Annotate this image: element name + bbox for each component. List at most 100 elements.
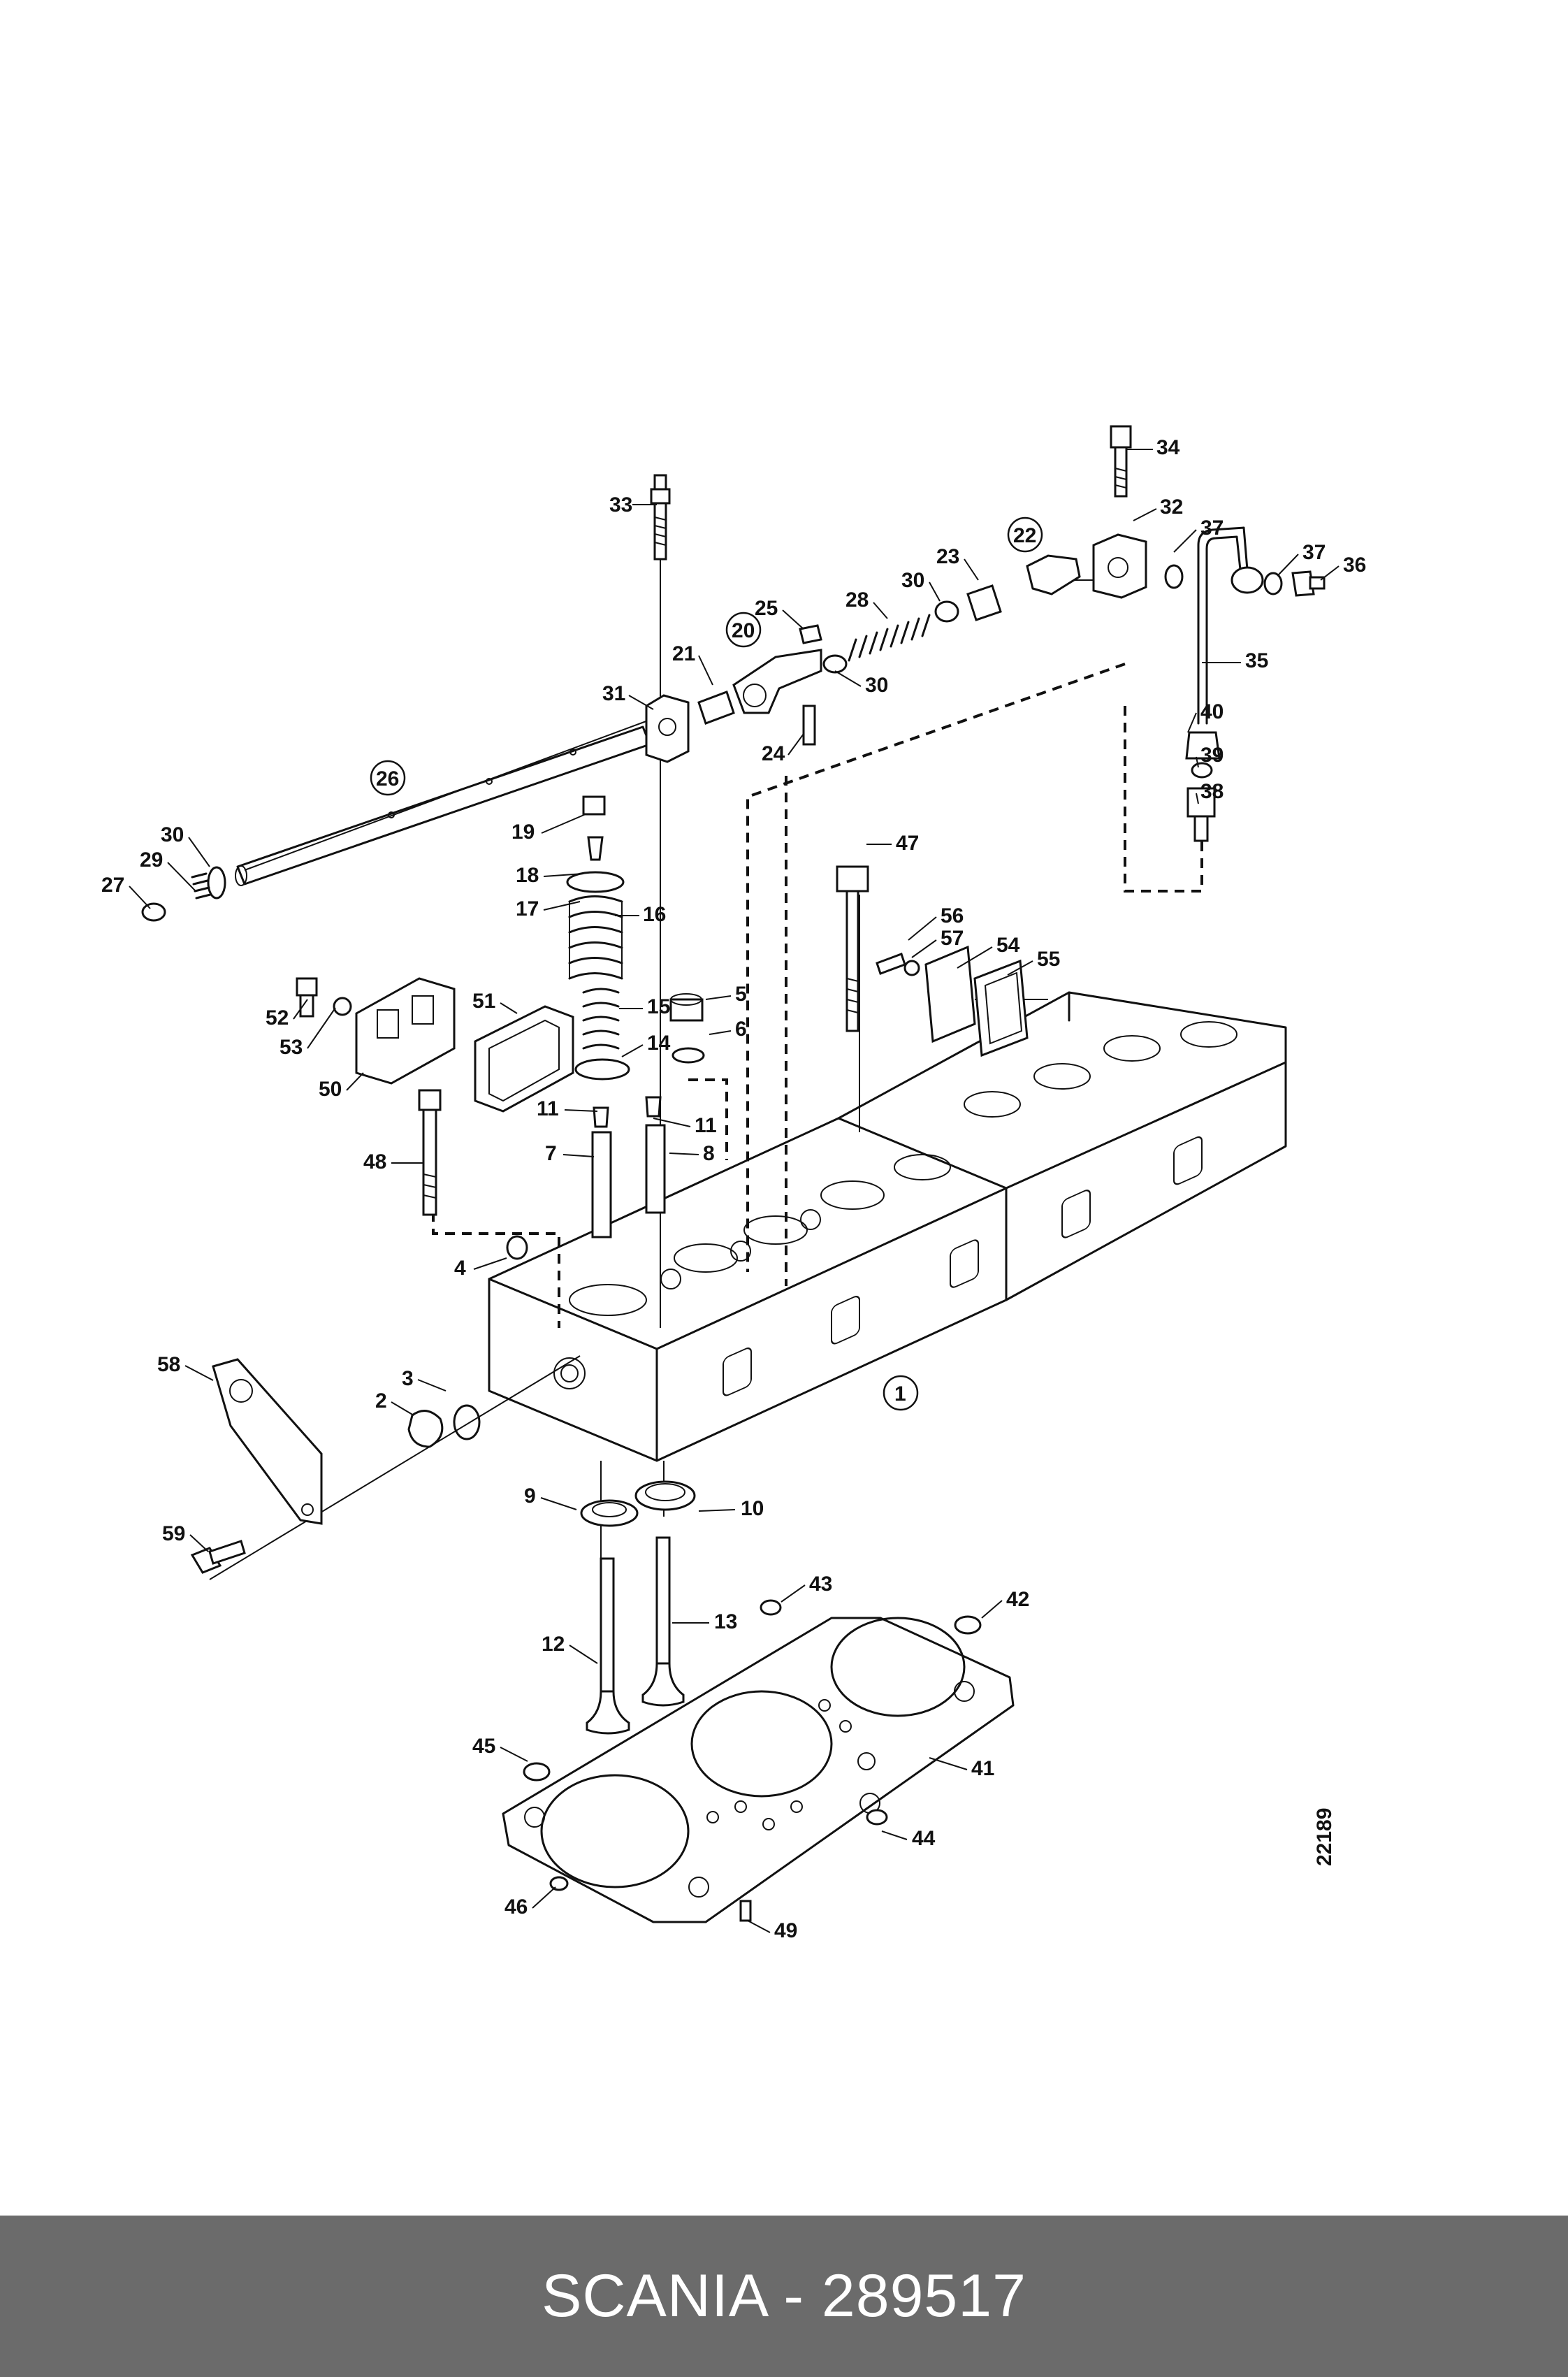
callout-number: 58 [157, 1353, 180, 1376]
callout-leader-line [908, 916, 937, 941]
callout-number: 15 [647, 995, 670, 1018]
callout-30: 30 [161, 823, 210, 867]
callout-5: 5 [705, 983, 747, 1006]
callout-leader-line [781, 1584, 806, 1603]
callout-13: 13 [672, 1610, 737, 1633]
callout-number: 8 [703, 1142, 715, 1165]
callout-leader-line [473, 1257, 507, 1270]
front-bracket [190, 1358, 481, 1574]
callout-number: 3 [402, 1367, 414, 1390]
exploded-parts-diagram: 3334323737362223302825203021312435403938… [101, 425, 1366, 1942]
callout-number: 54 [996, 934, 1020, 957]
callout-29: 29 [140, 848, 196, 892]
callout-number: 49 [774, 1919, 797, 1942]
callout-leader-line [307, 1007, 336, 1049]
callout-26: 26 [370, 760, 406, 796]
figure-number: 22189 [1313, 1808, 1336, 1866]
callout-number: 44 [912, 1827, 936, 1850]
callout-leader-line [621, 1044, 644, 1057]
callout-leader-line [293, 999, 308, 1020]
callout-leader-line [782, 609, 804, 630]
callout-number: 56 [941, 904, 964, 927]
callout-leader-line [1187, 712, 1197, 733]
callout-leader-line [391, 1401, 414, 1416]
callout-leader-line [129, 886, 151, 909]
callout-leader-line [1278, 554, 1299, 575]
callout-number: 23 [936, 545, 959, 568]
footer-bar: SCANIA - 289517 [0, 2216, 1568, 2377]
callout-number: 31 [602, 682, 625, 705]
callout-number: 35 [1245, 649, 1268, 672]
callout-number: 39 [1200, 744, 1224, 767]
callout-leader-line [957, 946, 993, 969]
callout-number: 12 [542, 1633, 565, 1656]
callout-leader-line [543, 873, 584, 877]
callout-leader-line [564, 1109, 598, 1112]
callout-3: 3 [402, 1367, 447, 1392]
callout-leader-line [1196, 756, 1199, 768]
callout-37: 37 [1173, 516, 1224, 553]
callout-circle [883, 1375, 919, 1411]
callout-9: 9 [524, 1484, 577, 1510]
callout-leader-line [184, 1365, 214, 1381]
callout-56: 56 [908, 904, 964, 941]
callout-46: 46 [504, 1886, 556, 1919]
callout-7: 7 [545, 1142, 595, 1165]
callout-number: 45 [472, 1735, 495, 1758]
callout-leader-line [540, 1497, 577, 1510]
callout-number: 42 [1006, 1588, 1029, 1611]
callout-54: 54 [957, 934, 1020, 969]
callout-20: 20 [725, 612, 762, 648]
callout-21: 21 [672, 642, 713, 686]
callout-number: 11 [695, 1114, 717, 1137]
callout-leader-line [709, 1030, 732, 1035]
callout-53: 53 [280, 1007, 336, 1059]
callout-25: 25 [755, 597, 804, 630]
callout-32: 32 [1133, 496, 1183, 521]
callout-12: 12 [542, 1633, 598, 1664]
callout-leader-line [189, 1534, 209, 1552]
callout-leader-line [541, 814, 586, 834]
callout-number: 51 [472, 990, 495, 1013]
callout-45: 45 [472, 1735, 528, 1762]
callout-leader-line [1173, 529, 1197, 553]
callout-30: 30 [901, 569, 941, 602]
callout-19: 19 [511, 814, 586, 844]
callout-leader-line [669, 1153, 699, 1155]
callout-leader-line [747, 1920, 771, 1933]
callout-36: 36 [1320, 554, 1366, 581]
callout-number: 26 [376, 767, 399, 790]
callout-31: 31 [602, 682, 654, 710]
callout-number: 34 [1156, 436, 1180, 459]
callout-leader-line [500, 1002, 518, 1014]
callout-number: 50 [319, 1078, 342, 1101]
rocker-bracket-assembly [645, 425, 1184, 763]
callout-number: 59 [162, 1522, 185, 1545]
callout-number: 1 [894, 1382, 906, 1406]
callout-57: 57 [911, 927, 964, 958]
callout-59: 59 [162, 1522, 209, 1552]
callout-number: 41 [971, 1757, 994, 1780]
side-covers [296, 865, 1029, 1216]
callout-number: 33 [609, 493, 632, 516]
footer-title: SCANIA - 289517 [542, 2262, 1026, 2329]
callout-6: 6 [709, 1018, 747, 1041]
callout-47: 47 [866, 832, 919, 855]
callout-number: 48 [363, 1150, 386, 1173]
oil-pipe-assembly [1185, 526, 1326, 842]
callout-leader-line [417, 1379, 447, 1392]
callout-leader-line [346, 1072, 364, 1091]
callout-number: 47 [896, 832, 919, 855]
callout-leader-line [873, 602, 888, 619]
callout-11: 11 [653, 1114, 717, 1137]
callout-leader-line [628, 695, 654, 710]
callout-22: 22 [1007, 516, 1043, 553]
callout-number: 24 [762, 742, 785, 765]
callout-number: 21 [672, 642, 695, 665]
callout-number: 37 [1302, 541, 1326, 564]
callout-number: 30 [865, 674, 888, 697]
callout-42: 42 [981, 1588, 1029, 1619]
callout-number: 19 [511, 821, 535, 844]
callout-leader-line [1133, 508, 1157, 521]
callout-28: 28 [845, 588, 888, 619]
